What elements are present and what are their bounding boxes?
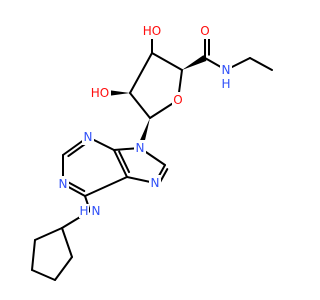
atom-oh-lower: HO [91,86,109,100]
bond-cp5-cp1 [34,227,63,241]
atom-n7: N [151,176,160,190]
bond-c6-n6 [84,195,91,212]
bond-cp4-cp5 [31,239,36,271]
atom-oh-lower-backdrop [89,85,111,101]
atom-n3-backdrop [82,129,94,145]
atom-n7-backdrop [149,175,161,191]
bond-ethyl-cc [249,57,273,71]
atom-n-amine-backdrop [90,203,102,219]
bond-cp3-cp4 [31,269,56,281]
atom-n9: N [136,141,145,155]
bond-layer [31,30,273,281]
bond-c3-c2 [129,52,153,94]
atom-n1: N [59,177,68,191]
atom-h-amine-backdrop [79,204,89,218]
atom-o-ring: O [173,93,182,107]
atom-n3: N [84,130,93,144]
bond-c5-c4-inner [118,150,131,174]
bond-c2-c1 [129,92,151,119]
atom-h-amide-backdrop [221,77,231,91]
atom-n1-backdrop [57,176,69,192]
bond-cp1-cp2 [61,227,73,258]
bond-c5-c4 [113,149,128,178]
atom-o-carbonyl: O [200,24,209,38]
atom-o-carbonyl-backdrop [199,23,211,39]
atom-oh-upper-backdrop [141,23,163,39]
bond-c6-c5 [84,176,128,197]
atom-oh-upper: HO [143,24,161,38]
atom-n-amide-backdrop [220,62,232,78]
atom-h-amine: H [79,204,88,218]
atom-o-ring-backdrop [172,92,184,108]
atom-n-amide: N [222,63,231,77]
atom-h-amide: H [221,77,230,91]
bond-cp2-cp3 [54,256,73,281]
atom-n-amine: N [92,204,101,218]
bond-n1-c6-inner [66,180,86,193]
bond-c4-c3 [151,52,183,71]
bond-c4-carboxamide-wedge [182,55,207,70]
bond-c2-oh-wedge [106,89,130,97]
atom-n9-backdrop [134,140,146,156]
